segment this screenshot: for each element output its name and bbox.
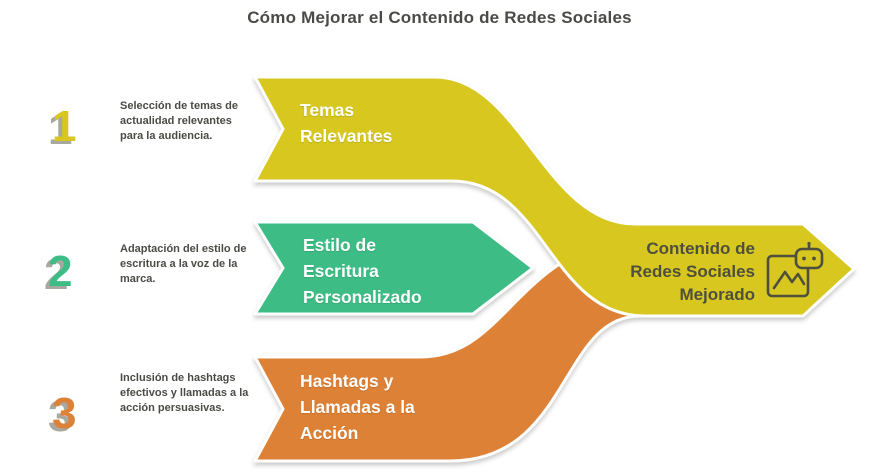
step-1-description: Selección de temas de actualidad relevan… [120,100,238,142]
ribbon-label-hashtags: Hashtags y Llamadas a la Acción [300,371,415,443]
step-3-description: Inclusión de hashtags efectivos y llamad… [120,372,249,414]
step-1-number: 1 [52,102,77,151]
ribbon-label-temas: Temas Relevantes [300,100,393,146]
step-2-description: Adaptación del estilo de escritura a la … [120,243,247,285]
page-title: Cómo Mejorar el Contenido de Redes Socia… [247,8,632,27]
step-2-number: 2 [48,247,73,296]
output-label: Contenido de Redes Sociales Mejorado [630,239,755,304]
step-3-number: 3 [52,389,77,438]
ribbon-estilo-arrow [253,220,535,316]
ribbon-temas-and-output-arrow [253,75,856,318]
ribbon-label-estilo: Estilo de Escritura Personalizado [303,235,422,307]
image-robot-icon [766,241,824,298]
